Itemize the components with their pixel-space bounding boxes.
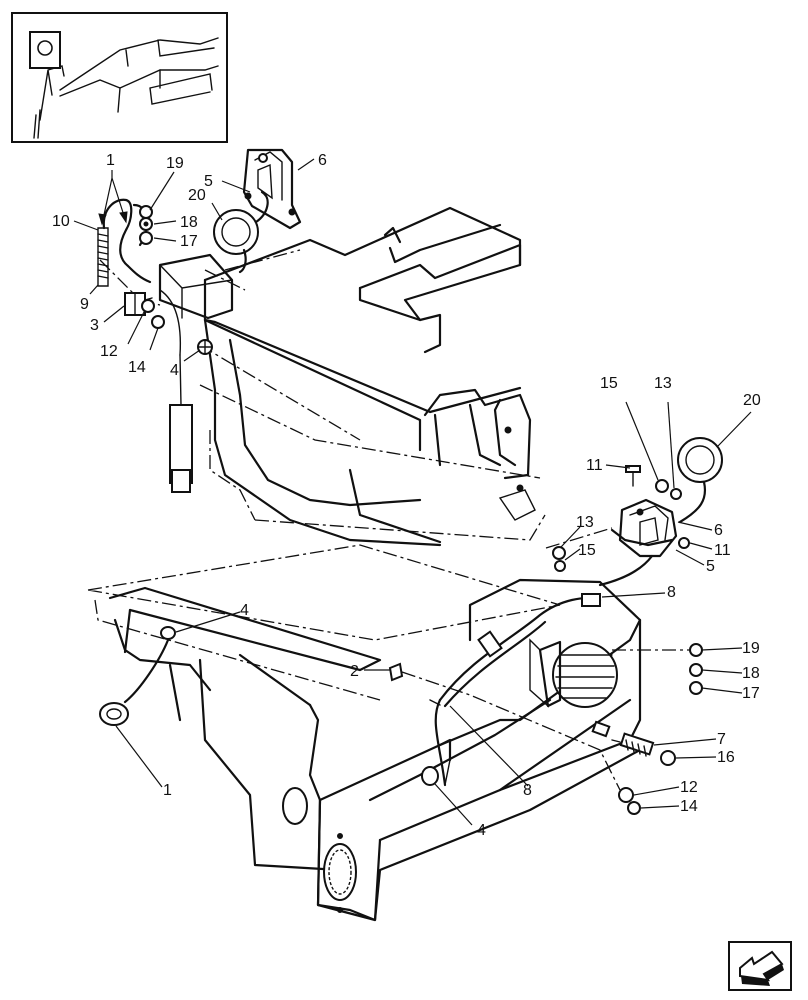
callout-13-mid: 13 bbox=[576, 514, 594, 531]
callout-6-right: 6 bbox=[714, 522, 723, 539]
callout-12-top: 12 bbox=[100, 343, 118, 360]
next-page-arrow-icon bbox=[739, 950, 784, 986]
upper-left-wiring bbox=[97, 198, 213, 356]
callout-11-top: 11 bbox=[586, 457, 603, 474]
callout-20-top: 20 bbox=[188, 187, 206, 204]
callout-14-top: 14 bbox=[128, 359, 146, 376]
callout-14-bottom: 14 bbox=[680, 798, 698, 815]
upper-lamp-bracket bbox=[213, 148, 302, 274]
next-page-arrow-button[interactable] bbox=[728, 941, 792, 991]
callout-11-right: 11 bbox=[714, 542, 731, 559]
callout-15-top: 15 bbox=[600, 375, 618, 392]
leader-lines bbox=[73, 158, 752, 826]
callout-12-bottom: 12 bbox=[680, 779, 698, 796]
callout-13-top: 13 bbox=[654, 375, 672, 392]
callout-4-bottom: 4 bbox=[477, 822, 486, 839]
callout-8-right: 8 bbox=[667, 584, 676, 601]
callout-5-top: 5 bbox=[204, 173, 213, 190]
right-lamp-assembly bbox=[545, 437, 723, 587]
callout-20-right: 20 bbox=[743, 392, 761, 409]
callout-19-right: 19 bbox=[742, 640, 760, 657]
callout-8-bottom: 8 bbox=[523, 782, 532, 799]
callout-16: 16 bbox=[717, 749, 735, 766]
callout-5-right: 5 bbox=[706, 558, 715, 575]
lower-housing-assembly bbox=[87, 544, 703, 922]
callout-labels: 1 19 6 5 20 10 18 17 9 3 12 14 4 15 13 2… bbox=[52, 152, 761, 839]
callout-4-top: 4 bbox=[170, 362, 179, 379]
callout-17-right: 17 bbox=[742, 685, 760, 702]
inset-locator-view bbox=[11, 12, 228, 143]
callout-7: 7 bbox=[717, 731, 726, 748]
callout-2: 2 bbox=[350, 663, 359, 680]
callout-6-top: 6 bbox=[318, 152, 327, 169]
callout-19-top: 19 bbox=[166, 155, 184, 172]
callout-18-top: 18 bbox=[180, 214, 198, 231]
callout-15-mid: 15 bbox=[578, 542, 596, 559]
callout-1-bottom: 1 bbox=[163, 782, 172, 799]
callout-4-mid: 4 bbox=[240, 602, 249, 619]
callout-18-right: 18 bbox=[742, 665, 760, 682]
callout-17-top: 17 bbox=[180, 233, 198, 250]
callout-1-top: 1 bbox=[106, 152, 115, 169]
upper-frame-assembly bbox=[99, 206, 546, 547]
callout-3: 3 bbox=[90, 317, 99, 334]
callout-10: 10 bbox=[52, 213, 70, 230]
callout-9: 9 bbox=[80, 296, 89, 313]
